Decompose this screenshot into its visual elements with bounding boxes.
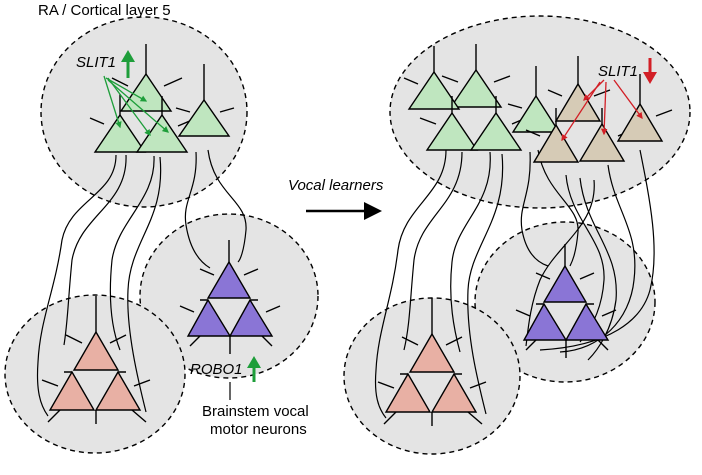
left-axons <box>36 149 247 417</box>
left-panel: RA / Cortical layer 5 SLIT1 ROBO1 Brains… <box>4 2 319 454</box>
cortical-neuron <box>403 46 461 110</box>
brainstem-neuron <box>199 240 259 299</box>
cortical-neuron <box>89 94 147 153</box>
transition: Vocal learners <box>288 177 384 220</box>
brainstem-label-line2: motor neurons <box>210 421 307 438</box>
vocal-learners-label: Vocal learners <box>288 177 384 194</box>
left-brainstem-neurons <box>179 240 281 354</box>
spinal-neuron <box>377 372 432 413</box>
right-brainstem-neurons <box>515 244 617 358</box>
slit1-right-label: SLIT1 <box>598 63 638 80</box>
brainstem-label-line1: Brainstem vocal <box>202 403 309 420</box>
robo1-label: ROBO1 <box>190 361 243 378</box>
left-spinal-region <box>4 294 186 454</box>
spinal-neuron <box>65 296 127 371</box>
cortical-neuron-reduced <box>616 74 673 142</box>
spinal-neuron <box>41 370 96 411</box>
cortical-neuron <box>507 66 561 133</box>
cortical-neuron-reduced <box>525 108 580 163</box>
cortical-neuron <box>419 96 479 151</box>
right-arrow-icon-head <box>364 202 382 220</box>
cortical-neuron-reduced <box>547 56 611 122</box>
up-arrow-icon-head <box>121 50 135 62</box>
brainstem-neuron <box>228 298 281 337</box>
brainstem-neuron <box>564 302 617 341</box>
brainstem-neuron <box>535 244 595 303</box>
left-spinal-neurons <box>41 296 151 424</box>
brainstem-neuron <box>179 298 232 337</box>
ra-cortical-layer-title: RA / Cortical layer 5 <box>38 2 171 19</box>
right-cortical-neurons-reduced <box>525 56 673 163</box>
left-slit1-projections <box>103 75 169 137</box>
right-spinal-neurons <box>377 298 487 426</box>
cortical-neuron <box>441 44 511 108</box>
spinal-neuron <box>401 298 463 373</box>
cortical-neuron <box>175 64 235 137</box>
brainstem-neuron <box>515 302 568 341</box>
robo1-up-arrow-icon-head <box>247 356 261 368</box>
right-cortical-neurons <box>403 44 561 151</box>
slit1-left-label: SLIT1 <box>76 54 116 71</box>
right-panel: SLIT1 <box>343 15 691 455</box>
right-slit1-projections <box>561 79 643 142</box>
spinal-neuron <box>94 370 151 411</box>
down-arrow-icon-head <box>643 72 657 84</box>
spinal-neuron <box>430 372 487 413</box>
